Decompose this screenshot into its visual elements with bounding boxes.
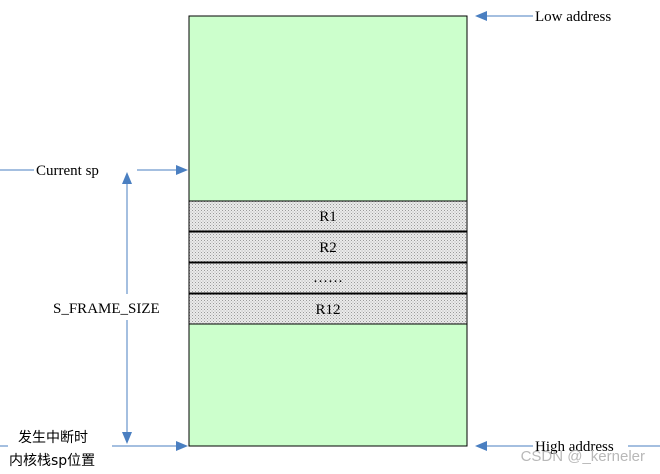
- frame-size-label: S_FRAME_SIZE: [53, 301, 160, 317]
- stack-region-top: [188, 15, 468, 202]
- register-label-ellipsis: ……: [313, 270, 343, 286]
- low-address-label: Low address: [535, 9, 611, 25]
- register-label-r12: R12: [315, 302, 340, 318]
- current-sp-label: Current sp: [36, 163, 99, 179]
- interrupt-label-line1: 发生中断时: [18, 430, 88, 446]
- interrupt-label-line2: 内核栈sp位置: [9, 453, 95, 469]
- register-slot-r12: R12: [188, 293, 468, 325]
- current-sp-arrow: [0, 165, 188, 175]
- watermark: CSDN @_kerneler: [521, 448, 645, 465]
- stack-region-bottom: [188, 323, 468, 447]
- interrupt-sp-arrow: [0, 441, 188, 451]
- register-slot-r1: R1: [188, 200, 468, 232]
- register-label-r1: R1: [319, 209, 337, 225]
- frame-size-double-arrow: [122, 172, 132, 444]
- low-address-arrow: [475, 11, 533, 21]
- high-address-label: High address: [535, 439, 614, 455]
- register-slot-r2: R2: [188, 231, 468, 263]
- high-address-arrow: [475, 441, 660, 451]
- register-slot-ellipsis: ……: [188, 262, 468, 294]
- register-label-r2: R2: [319, 240, 337, 256]
